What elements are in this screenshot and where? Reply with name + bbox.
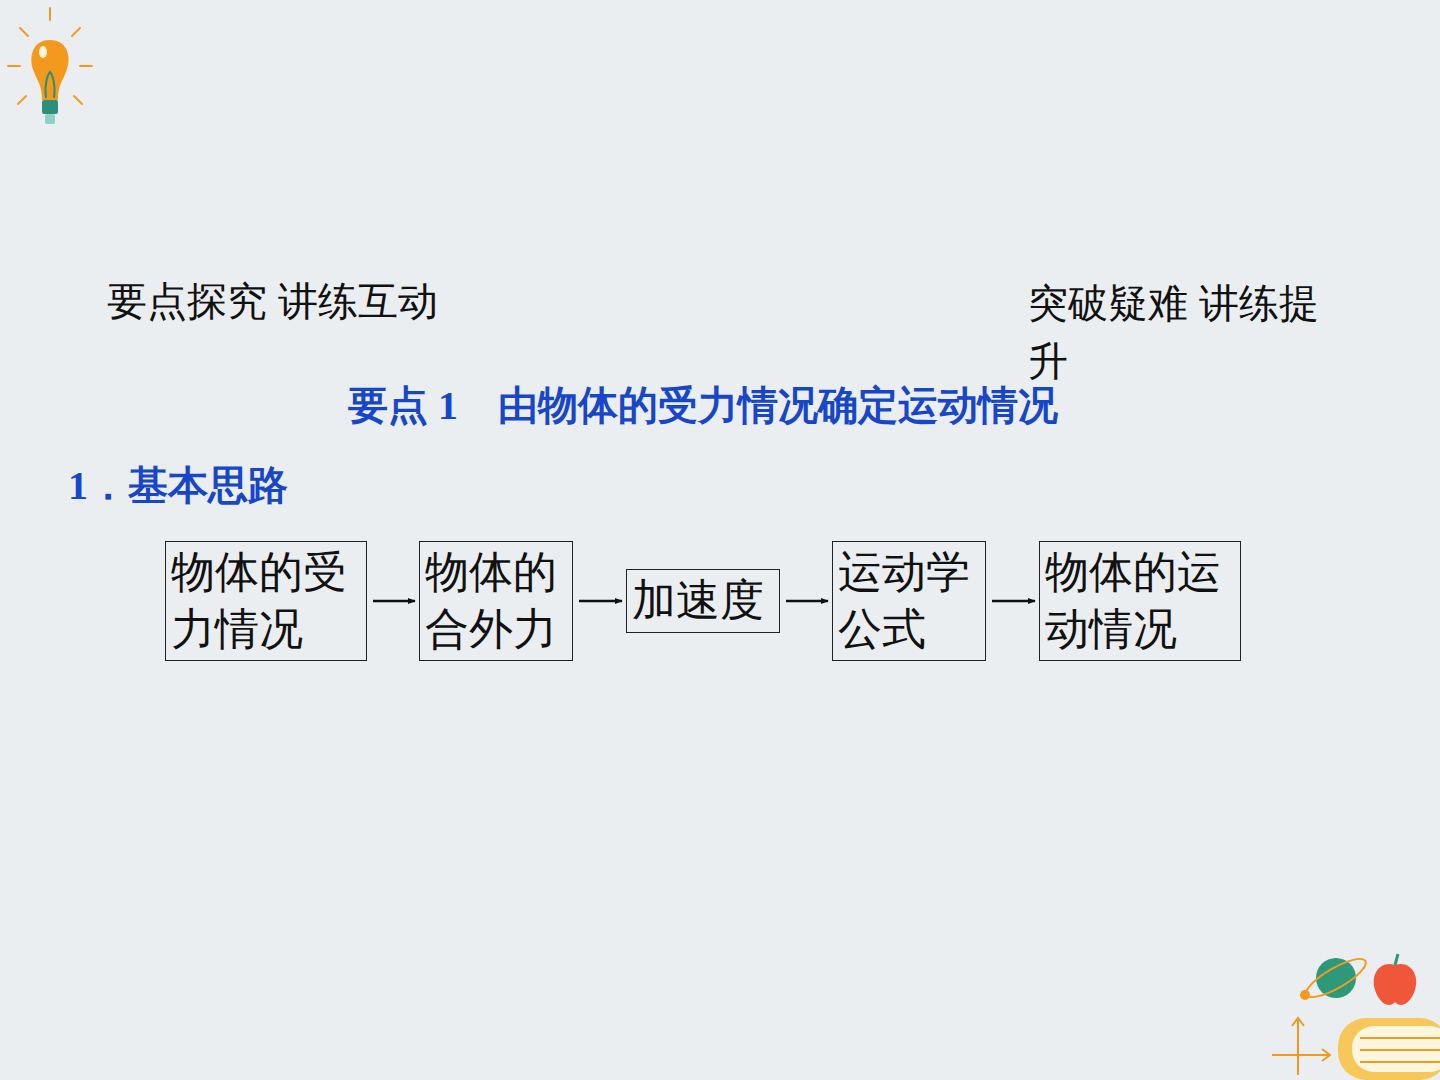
nav-heading: 突破疑难 讲练提升	[1028, 274, 1338, 390]
flow-arrow	[579, 600, 622, 603]
process-box: 运动学公式	[832, 541, 986, 661]
box-text: 物体的运动情况	[1045, 544, 1235, 658]
process-box: 物体的受力情况	[165, 541, 367, 661]
nav-heading: 要点探究 讲练互动	[107, 274, 438, 329]
box-text: 运动学公式	[838, 544, 980, 658]
lightbulb-icon	[0, 0, 110, 140]
section-title: 要点 1 由物体的受力情况确定运动情况	[348, 378, 1058, 433]
flow-arrow	[786, 600, 828, 603]
box-text: 物体的合外力	[425, 544, 567, 658]
box-text: 加速度	[632, 572, 774, 629]
step-heading: 1．基本思路	[68, 458, 288, 513]
flow-arrow	[373, 600, 415, 603]
box-text: 物体的受力情况	[171, 544, 361, 658]
process-box: 加速度	[626, 569, 780, 632]
flow-arrow	[992, 600, 1035, 603]
books-decoration	[1260, 940, 1440, 1080]
process-box: 物体的运动情况	[1039, 541, 1241, 661]
process-box: 物体的合外力	[419, 541, 573, 661]
